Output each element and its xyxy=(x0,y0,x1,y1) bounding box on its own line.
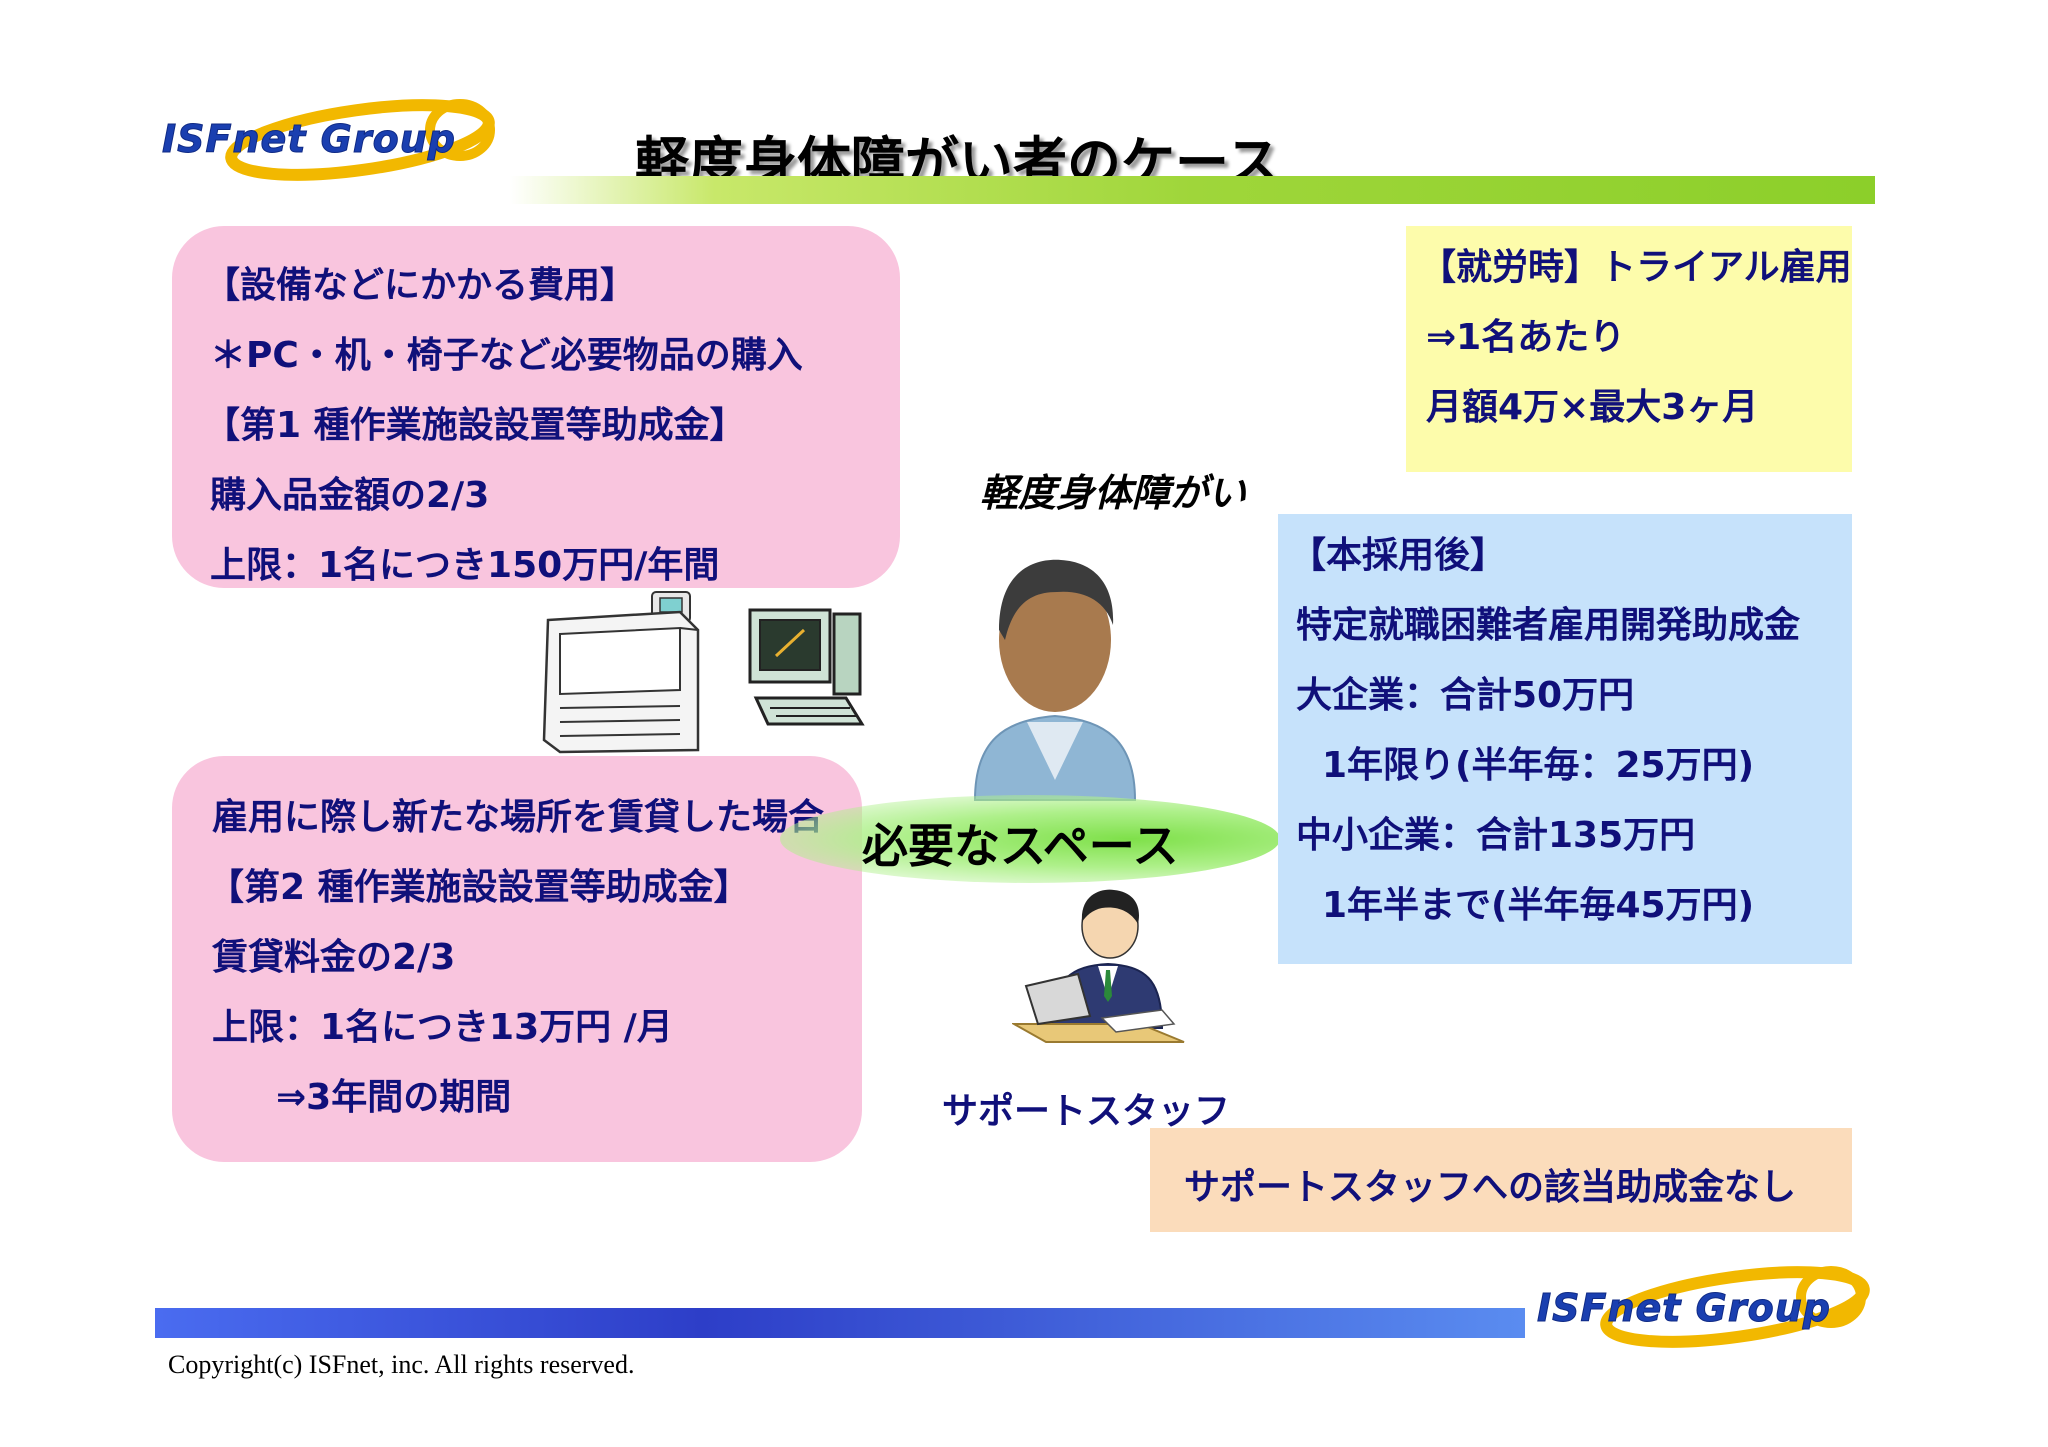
hire-line: 1年限り(半年毎：25万円) xyxy=(1322,745,1755,786)
support-staff-label: サポートスタッフ xyxy=(942,1091,1231,1132)
equipment-line: 上限：1名につき150万円/年間 xyxy=(210,545,720,586)
computer-icon xyxy=(746,606,866,731)
footer-logo: ISFnet Group xyxy=(1535,1262,1895,1352)
trial-employment-box: 【就労時】トライアル雇用 ⇒1名あたり 月額4万×最大3ヶ月 xyxy=(1406,226,1852,472)
footer-bar xyxy=(155,1308,1525,1338)
hire-line: 中小企業：合計135万円 xyxy=(1296,815,1696,856)
hire-line: 大企業：合計50万円 xyxy=(1296,675,1635,716)
title-underline-bar xyxy=(510,176,1875,204)
rent-line: 賃貸料金の2/3 xyxy=(212,937,456,978)
person-icon xyxy=(965,530,1145,805)
person-label: 軽度身体障がい xyxy=(980,471,1247,515)
equipment-line: 【設備などにかかる費用】 xyxy=(204,265,637,306)
rent-cost-box: 雇用に際し新たな場所を賃貸した場合 【第2 種作業施設設置等助成金】 賃貸料金の… xyxy=(172,756,862,1162)
equipment-line: 【第1 種作業施設設置等助成金】 xyxy=(204,405,746,446)
hire-line: 【本採用後】 xyxy=(1290,535,1507,576)
logo-swoosh-icon xyxy=(225,99,495,181)
trial-line: 【就労時】トライアル雇用 xyxy=(1420,247,1852,288)
rent-line: 雇用に際し新たな場所を賃貸した場合 xyxy=(212,797,825,838)
footer-logo-swoosh-icon xyxy=(1600,1266,1870,1348)
isfnet-logo: ISFnet Group xyxy=(160,95,520,185)
trial-line: ⇒1名あたり xyxy=(1426,317,1626,358)
logo-text: ISFnet Group xyxy=(162,117,456,162)
hire-line: 1年半まで(半年毎45万円) xyxy=(1322,885,1755,926)
support-note-text: サポートスタッフへの該当助成金なし xyxy=(1184,1167,1797,1208)
equipment-cost-box: 【設備などにかかる費用】 ＊PC・机・椅子など必要物品の購入 【第1 種作業施設… xyxy=(172,226,900,588)
equipment-line: 購入品金額の2/3 xyxy=(210,475,490,516)
support-note-box: サポートスタッフへの該当助成金なし xyxy=(1150,1128,1852,1232)
footer-logo-text: ISFnet Group xyxy=(1537,1286,1831,1331)
support-staff-icon xyxy=(1010,878,1187,1043)
hire-line: 特定就職困難者雇用開発助成金 xyxy=(1296,605,1801,646)
required-space-label: 必要なスペース xyxy=(862,819,1179,873)
rent-line: ⇒3年間の期間 xyxy=(276,1077,512,1118)
equipment-line: ＊PC・机・椅子など必要物品の購入 xyxy=(210,335,803,376)
printer-icon xyxy=(540,590,705,755)
rent-line: 【第2 種作業施設設置等助成金】 xyxy=(208,867,750,908)
trial-line: 月額4万×最大3ヶ月 xyxy=(1426,387,1759,428)
post-hire-subsidy-box: 【本採用後】 特定就職困難者雇用開発助成金 大企業：合計50万円 1年限り(半年… xyxy=(1278,514,1852,964)
rent-line: 上限：1名につき13万円 /月 xyxy=(212,1007,673,1048)
required-space-ellipse xyxy=(780,795,1280,883)
copyright: Copyright(c) ISFnet, inc. All rights res… xyxy=(168,1350,635,1379)
